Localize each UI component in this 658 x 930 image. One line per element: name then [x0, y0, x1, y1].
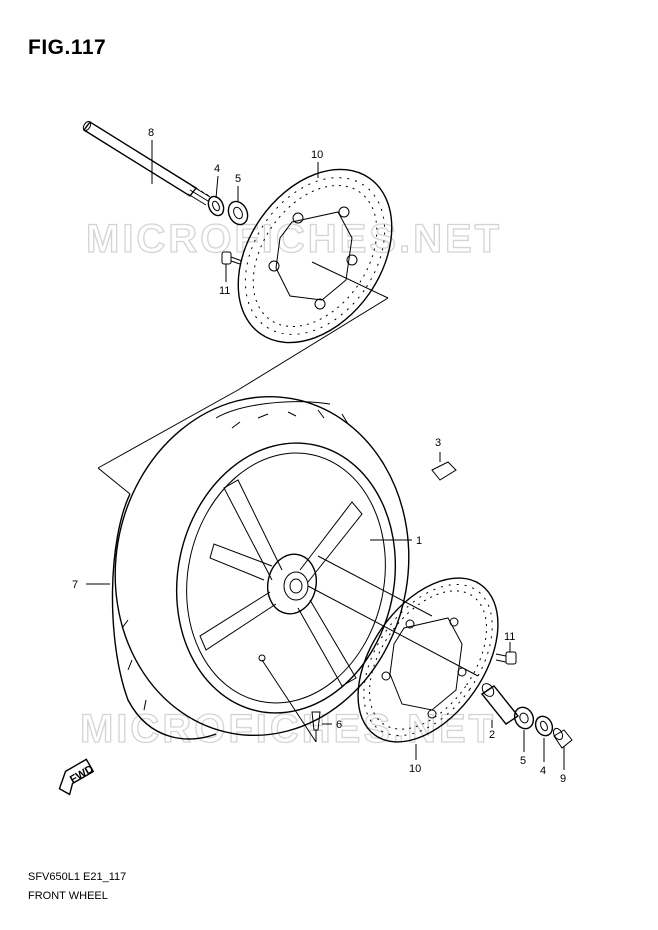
wheel-spacer	[480, 683, 520, 725]
wheel-assembly	[97, 297, 410, 740]
callout-10-top: 10	[311, 149, 323, 161]
figure-code: SFV650L1 E21_117	[28, 871, 127, 883]
leader-lines	[86, 140, 565, 770]
axle-collar	[552, 727, 573, 749]
bearing-bottom	[513, 706, 535, 730]
figure-title: FIG.117	[28, 36, 107, 59]
callout-6: 6	[336, 719, 342, 731]
forward-direction-badge: FWD	[58, 758, 96, 796]
callout-4-top: 4	[214, 163, 220, 175]
callout-10-bottom: 10	[409, 763, 421, 775]
callout-2: 2	[489, 729, 495, 741]
bearing-top	[227, 200, 249, 226]
balance-weight	[431, 452, 457, 481]
watermark-top: MICROFICHES.NET	[86, 217, 502, 261]
callout-3: 3	[435, 437, 441, 449]
figure-name: FRONT WHEEL	[28, 890, 108, 902]
callout-4-bottom: 4	[540, 765, 546, 777]
tire-valve	[261, 659, 332, 743]
axle-part	[82, 120, 211, 206]
callout-7: 7	[72, 579, 78, 591]
callout-11-right: 11	[504, 631, 515, 643]
oil-seal-bottom	[534, 715, 554, 737]
disc-bolt-bottom	[495, 651, 517, 665]
watermark-bottom: MICROFICHES.NET	[80, 707, 496, 751]
fwd-label: FWD	[68, 763, 96, 786]
oil-seal-top	[207, 195, 225, 217]
callout-9: 9	[560, 773, 566, 785]
callout-1: 1	[416, 535, 422, 547]
callout-5-bottom: 5	[520, 755, 526, 767]
brake-disc-top	[237, 168, 393, 344]
brake-disc-bottom	[307, 555, 499, 743]
callout-11-top: 11	[219, 285, 230, 297]
callout-5-top: 5	[235, 173, 241, 185]
callout-8: 8	[148, 127, 154, 139]
